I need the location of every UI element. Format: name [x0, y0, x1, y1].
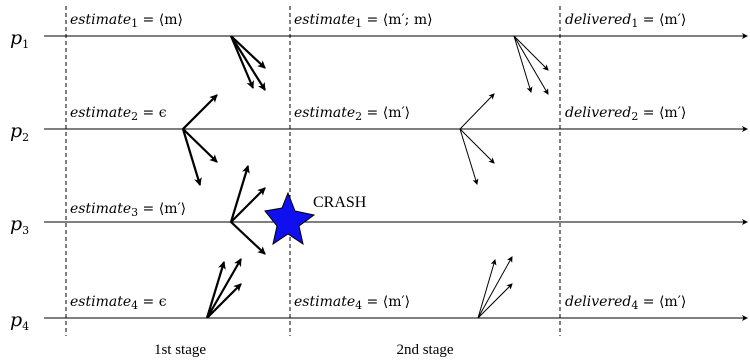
message-arrow	[459, 128, 495, 164]
crash-star-icon	[264, 191, 316, 246]
annotation-p1-stage2: estimate1 = ⟨m′; m⟩	[294, 12, 433, 30]
message-arrow	[459, 93, 495, 130]
annotation-p4-stage1: estimate4 = ϵ	[70, 294, 167, 312]
process-label-p2: p2	[10, 120, 29, 144]
process-label-p1: p1	[10, 27, 29, 51]
message-arrow	[513, 35, 549, 95]
message-arrow	[477, 259, 497, 319]
stage1-messages	[181, 35, 266, 319]
message-arrow	[182, 94, 218, 130]
annotation-p1-delivered: delivered1 = ⟨m′⟩	[565, 12, 686, 30]
stage-label-1: 1st stage	[154, 342, 206, 358]
stage-label-2: 2nd stage	[396, 342, 453, 358]
annotation-p2-stage2: estimate2 = ⟨m′⟩	[294, 105, 410, 123]
annotation-p2-stage1: estimate2 = ϵ	[70, 105, 167, 123]
message-arrow	[181, 128, 202, 186]
message-arrow	[206, 283, 242, 319]
message-arrow	[229, 165, 250, 223]
message-arrow	[229, 35, 255, 89]
annotation-p1-stage1: estimate1 = ⟨m⟩	[70, 12, 183, 30]
message-arrow	[459, 128, 479, 185]
message-arrow	[230, 35, 266, 69]
message-arrow	[513, 35, 549, 71]
message-arrow	[230, 221, 266, 255]
message-arrow	[477, 283, 513, 319]
annotation-p3-stage1: estimate3 = ⟨m′⟩	[70, 201, 186, 219]
process-label-p3: p3	[10, 213, 29, 237]
crash-label: CRASH	[313, 194, 367, 211]
message-arrow	[477, 256, 513, 319]
process-label-p4: p4	[10, 309, 29, 333]
message-arrow	[182, 128, 218, 163]
message-arrow	[230, 187, 266, 223]
message-arrow	[513, 35, 533, 93]
annotation-p2-delivered: delivered2 = ⟨m′⟩	[565, 105, 686, 123]
annotation-p4-delivered: delivered4 = ⟨m′⟩	[565, 294, 686, 312]
annotation-p4-stage2: estimate4 = ⟨m′⟩	[294, 294, 410, 312]
stage2-messages	[459, 35, 549, 319]
message-arrow	[205, 261, 226, 319]
message-arrow	[230, 35, 266, 91]
message-arrow	[206, 258, 242, 319]
